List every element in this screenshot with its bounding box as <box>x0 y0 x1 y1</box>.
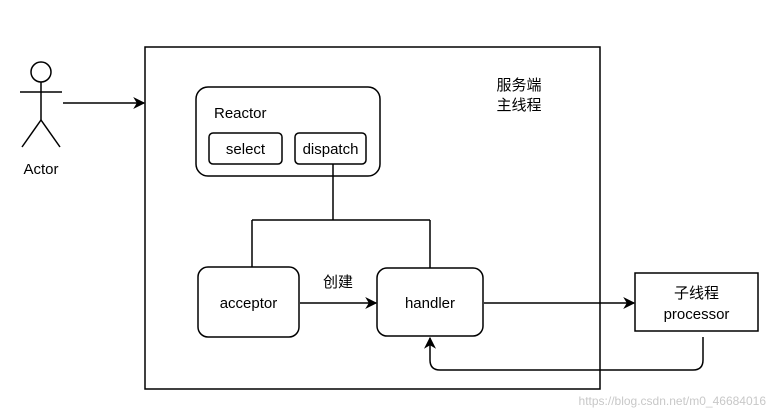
select-label: select <box>226 141 266 158</box>
handler-label: handler <box>405 295 455 312</box>
dispatch-connector <box>251 164 431 268</box>
actor-figure <box>20 61 62 148</box>
server-title-line1: 服务端 <box>496 76 541 94</box>
server-title-line2: 主线程 <box>496 96 541 114</box>
reactor-label: Reactor <box>214 105 267 122</box>
watermark-text: https://blog.csdn.net/m0_46684016 <box>579 394 767 408</box>
worker-thread-box <box>634 272 759 332</box>
dispatch-box <box>294 132 367 165</box>
worker-label-line1: 子线程 <box>674 284 719 302</box>
worker-label-line2: processor <box>664 306 730 323</box>
acceptor-label: acceptor <box>220 295 278 312</box>
handler-box <box>376 267 484 337</box>
select-box <box>208 132 283 165</box>
worker-to-handler-return-arrow <box>424 336 704 371</box>
create-edge-label: 创建 <box>323 273 353 291</box>
acceptor-box <box>197 266 300 338</box>
dispatch-label: dispatch <box>303 141 359 158</box>
actor-label: Actor <box>23 161 58 178</box>
